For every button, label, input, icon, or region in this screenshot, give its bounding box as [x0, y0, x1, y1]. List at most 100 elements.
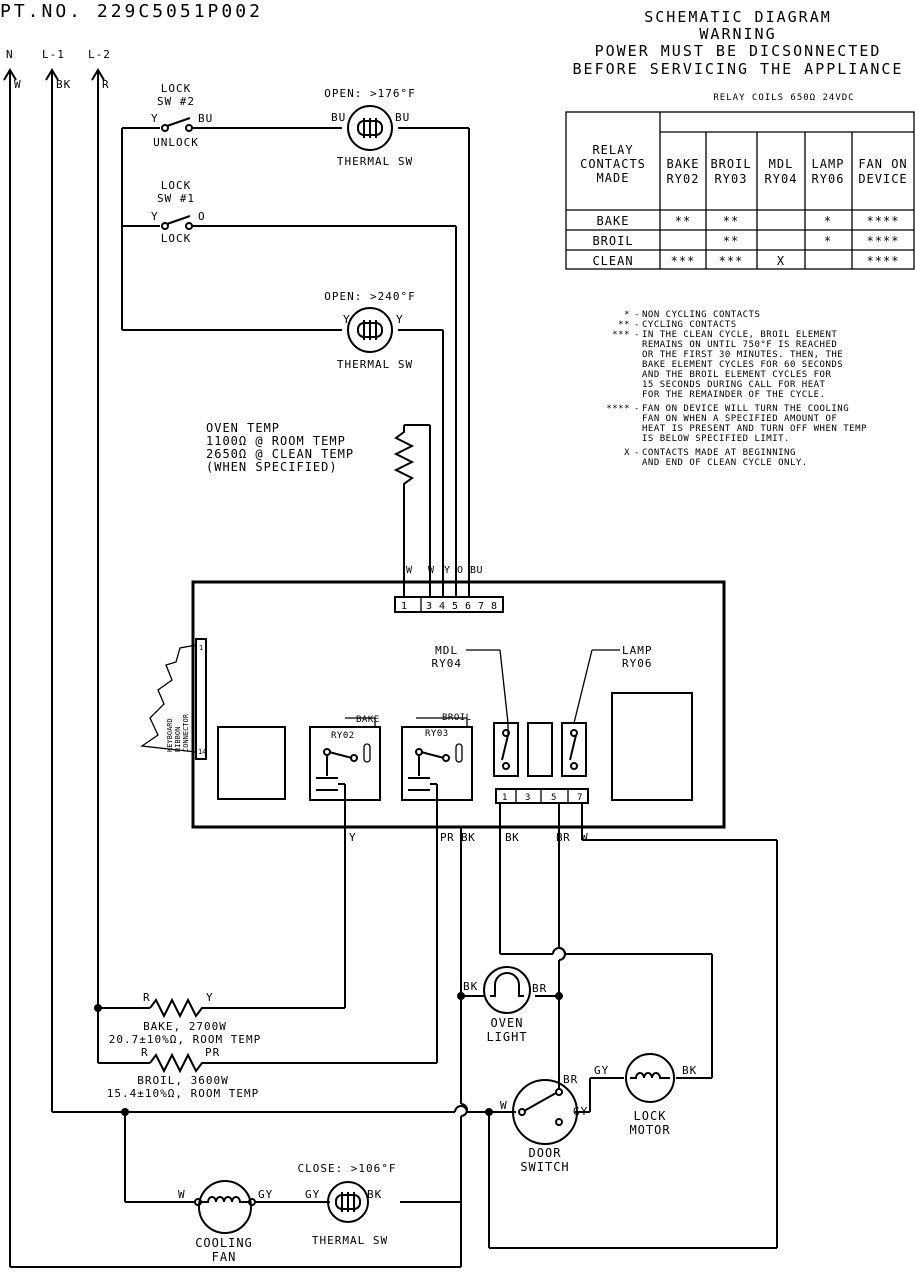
oven-temp-label: 2650Ω @ CLEAN TEMP [206, 447, 354, 461]
lock-sw1-title: SW #1 [157, 192, 195, 205]
door-switch-terminal: GY [573, 1105, 588, 1118]
board-terminal: 8 [491, 601, 498, 612]
line-l1-label: L-1 [42, 48, 65, 61]
board-wire-label: Y [444, 565, 451, 576]
board-wire-label: BK [505, 831, 519, 844]
table-cell: * [824, 214, 832, 228]
bake-element-terminal: R [143, 991, 151, 1004]
note-line: CONTACTS MADE AT BEGINNING [642, 448, 796, 458]
lock-sw1-title: LOCK [161, 179, 192, 192]
thermal-106-terminal: GY [305, 1188, 320, 1201]
thermal-176-label: THERMAL SW [337, 155, 413, 168]
table-corner: MADE [597, 171, 630, 185]
note-line: BAKE ELEMENT CYCLES FOR 60 SECONDS [642, 360, 843, 370]
table-cell: ** [723, 234, 739, 248]
line-n-label: N [6, 48, 14, 61]
oven-temp-label: OVEN TEMP [206, 421, 280, 435]
oven-light-label: OVEN [491, 1016, 524, 1030]
lock-motor-terminal: GY [594, 1064, 609, 1077]
kb-pin-label: 14 [198, 748, 206, 756]
table-cell: ** [723, 214, 739, 228]
board-terminal: 4 [439, 601, 446, 612]
svg-text:-: - [634, 330, 640, 340]
wire-color-label: W [14, 78, 22, 91]
bake-element-terminal: Y [206, 991, 214, 1004]
table-row-label: BAKE [597, 214, 630, 228]
wire-color-label: R [102, 78, 110, 91]
note-symbol: * [624, 310, 630, 320]
table-cell: * [824, 234, 832, 248]
board-wire-label: BU [470, 565, 483, 576]
note-line: 15 SECONDS DURING CALL FOR HEAT [642, 380, 826, 390]
oven-temp-sensor-icon [393, 425, 415, 490]
cooling-fan-label: FAN [212, 1250, 237, 1264]
thermal-240-label: THERMAL SW [337, 358, 413, 371]
board-wire-label: O [457, 565, 464, 576]
oven-light-label: LIGHT [486, 1030, 527, 1044]
cooling-fan-terminal: W [178, 1188, 186, 1201]
board-terminal: 1 [401, 601, 408, 612]
board-wire-label: W [406, 565, 413, 576]
board-wire-label: BK [461, 831, 475, 844]
lock-sw2-terminal: Y [151, 112, 159, 125]
note-line: FAN ON WHEN A SPECIFIED AMOUNT OF [642, 414, 837, 424]
table-col-header: DEVICE [858, 172, 907, 186]
note-symbol: ** [618, 320, 630, 330]
note-symbol: X [624, 448, 630, 458]
board-wire-label: W [428, 565, 435, 576]
table-row-label: CLEAN [592, 254, 633, 268]
mdl-relay-label: RY04 [432, 657, 463, 670]
bake-element-icon [149, 997, 206, 1019]
thermal-176-terminal: BU [331, 111, 346, 124]
table-col-header: BROIL [710, 157, 751, 171]
board-terminal: 6 [465, 601, 472, 612]
warning-title: WARNING [699, 25, 776, 43]
note-line: AND THE BROIL ELEMENT CYCLES FOR [642, 370, 831, 380]
board-terminal: 5 [452, 601, 459, 612]
thermal-106-label: THERMAL SW [312, 1234, 388, 1247]
lock-motor-terminal: BK [682, 1064, 697, 1077]
part-number: PT.NO. 229C5051P002 [0, 1, 263, 22]
note-line: CYCLING CONTACTS [642, 320, 737, 330]
board-wire-label: PR [440, 831, 454, 844]
note-line: FOR THE REMAINDER OF THE CYCLE. [642, 390, 825, 400]
note-line: IS BELOW SPECIFIED LIMIT. [642, 434, 790, 444]
table-corner: RELAY [592, 143, 633, 157]
thermal-176-open: OPEN: >176°F [324, 87, 415, 100]
table-row-label: BROIL [592, 234, 633, 248]
board-terminal: 7 [478, 601, 485, 612]
thermal-240-terminal: Y [396, 313, 404, 326]
oven-temp-label: (WHEN SPECIFIED) [206, 460, 338, 474]
wire-color-label: BK [56, 78, 71, 91]
lock-sw1-terminal: O [198, 210, 206, 223]
ry02-label: RY02 [331, 731, 355, 741]
svg-text:-: - [634, 310, 640, 320]
broil-element-label: 15.4±10%Ω, ROOM TEMP [107, 1087, 259, 1100]
lower-circuit-wiring [10, 803, 778, 1268]
broil-element-terminal: R [141, 1046, 149, 1059]
svg-text:-: - [634, 448, 640, 458]
thermal-240-open: OPEN: >240°F [324, 290, 415, 303]
table-cell: ** [675, 214, 691, 228]
table-corner: CONTACTS [580, 157, 646, 171]
lamp-relay-label: LAMP [622, 644, 653, 657]
table-col-header: BAKE [667, 157, 700, 171]
board-terminal: 1 [502, 793, 508, 803]
lock-sw2-terminal: BU [198, 112, 213, 125]
note-line: AND END OF CLEAN CYCLE ONLY. [642, 458, 808, 468]
oven-light-terminal: BK [463, 980, 478, 993]
note-line: HEAT IS PRESENT AND TURN OFF WHEN TEMP [642, 424, 867, 434]
mdl-relay-label: MDL [435, 644, 458, 657]
keyboard-connector-label: RIBBON [174, 727, 182, 752]
thermal-176-terminal: BU [395, 111, 410, 124]
warning-line-2: BEFORE SERVICING THE APPLIANCE [573, 60, 904, 78]
table-cell: **** [867, 214, 900, 228]
oven-light-icon [483, 966, 531, 1014]
notes: * - NON CYCLING CONTACTS ** - CYCLING CO… [606, 310, 867, 468]
lock-motor-icon [625, 1053, 675, 1103]
thermal-switch-176-icon [347, 105, 393, 151]
table-col-header: RY06 [812, 172, 845, 186]
note-line: FAN ON DEVICE WILL TURN THE COOLING [642, 404, 849, 414]
note-symbol: **** [606, 404, 630, 414]
